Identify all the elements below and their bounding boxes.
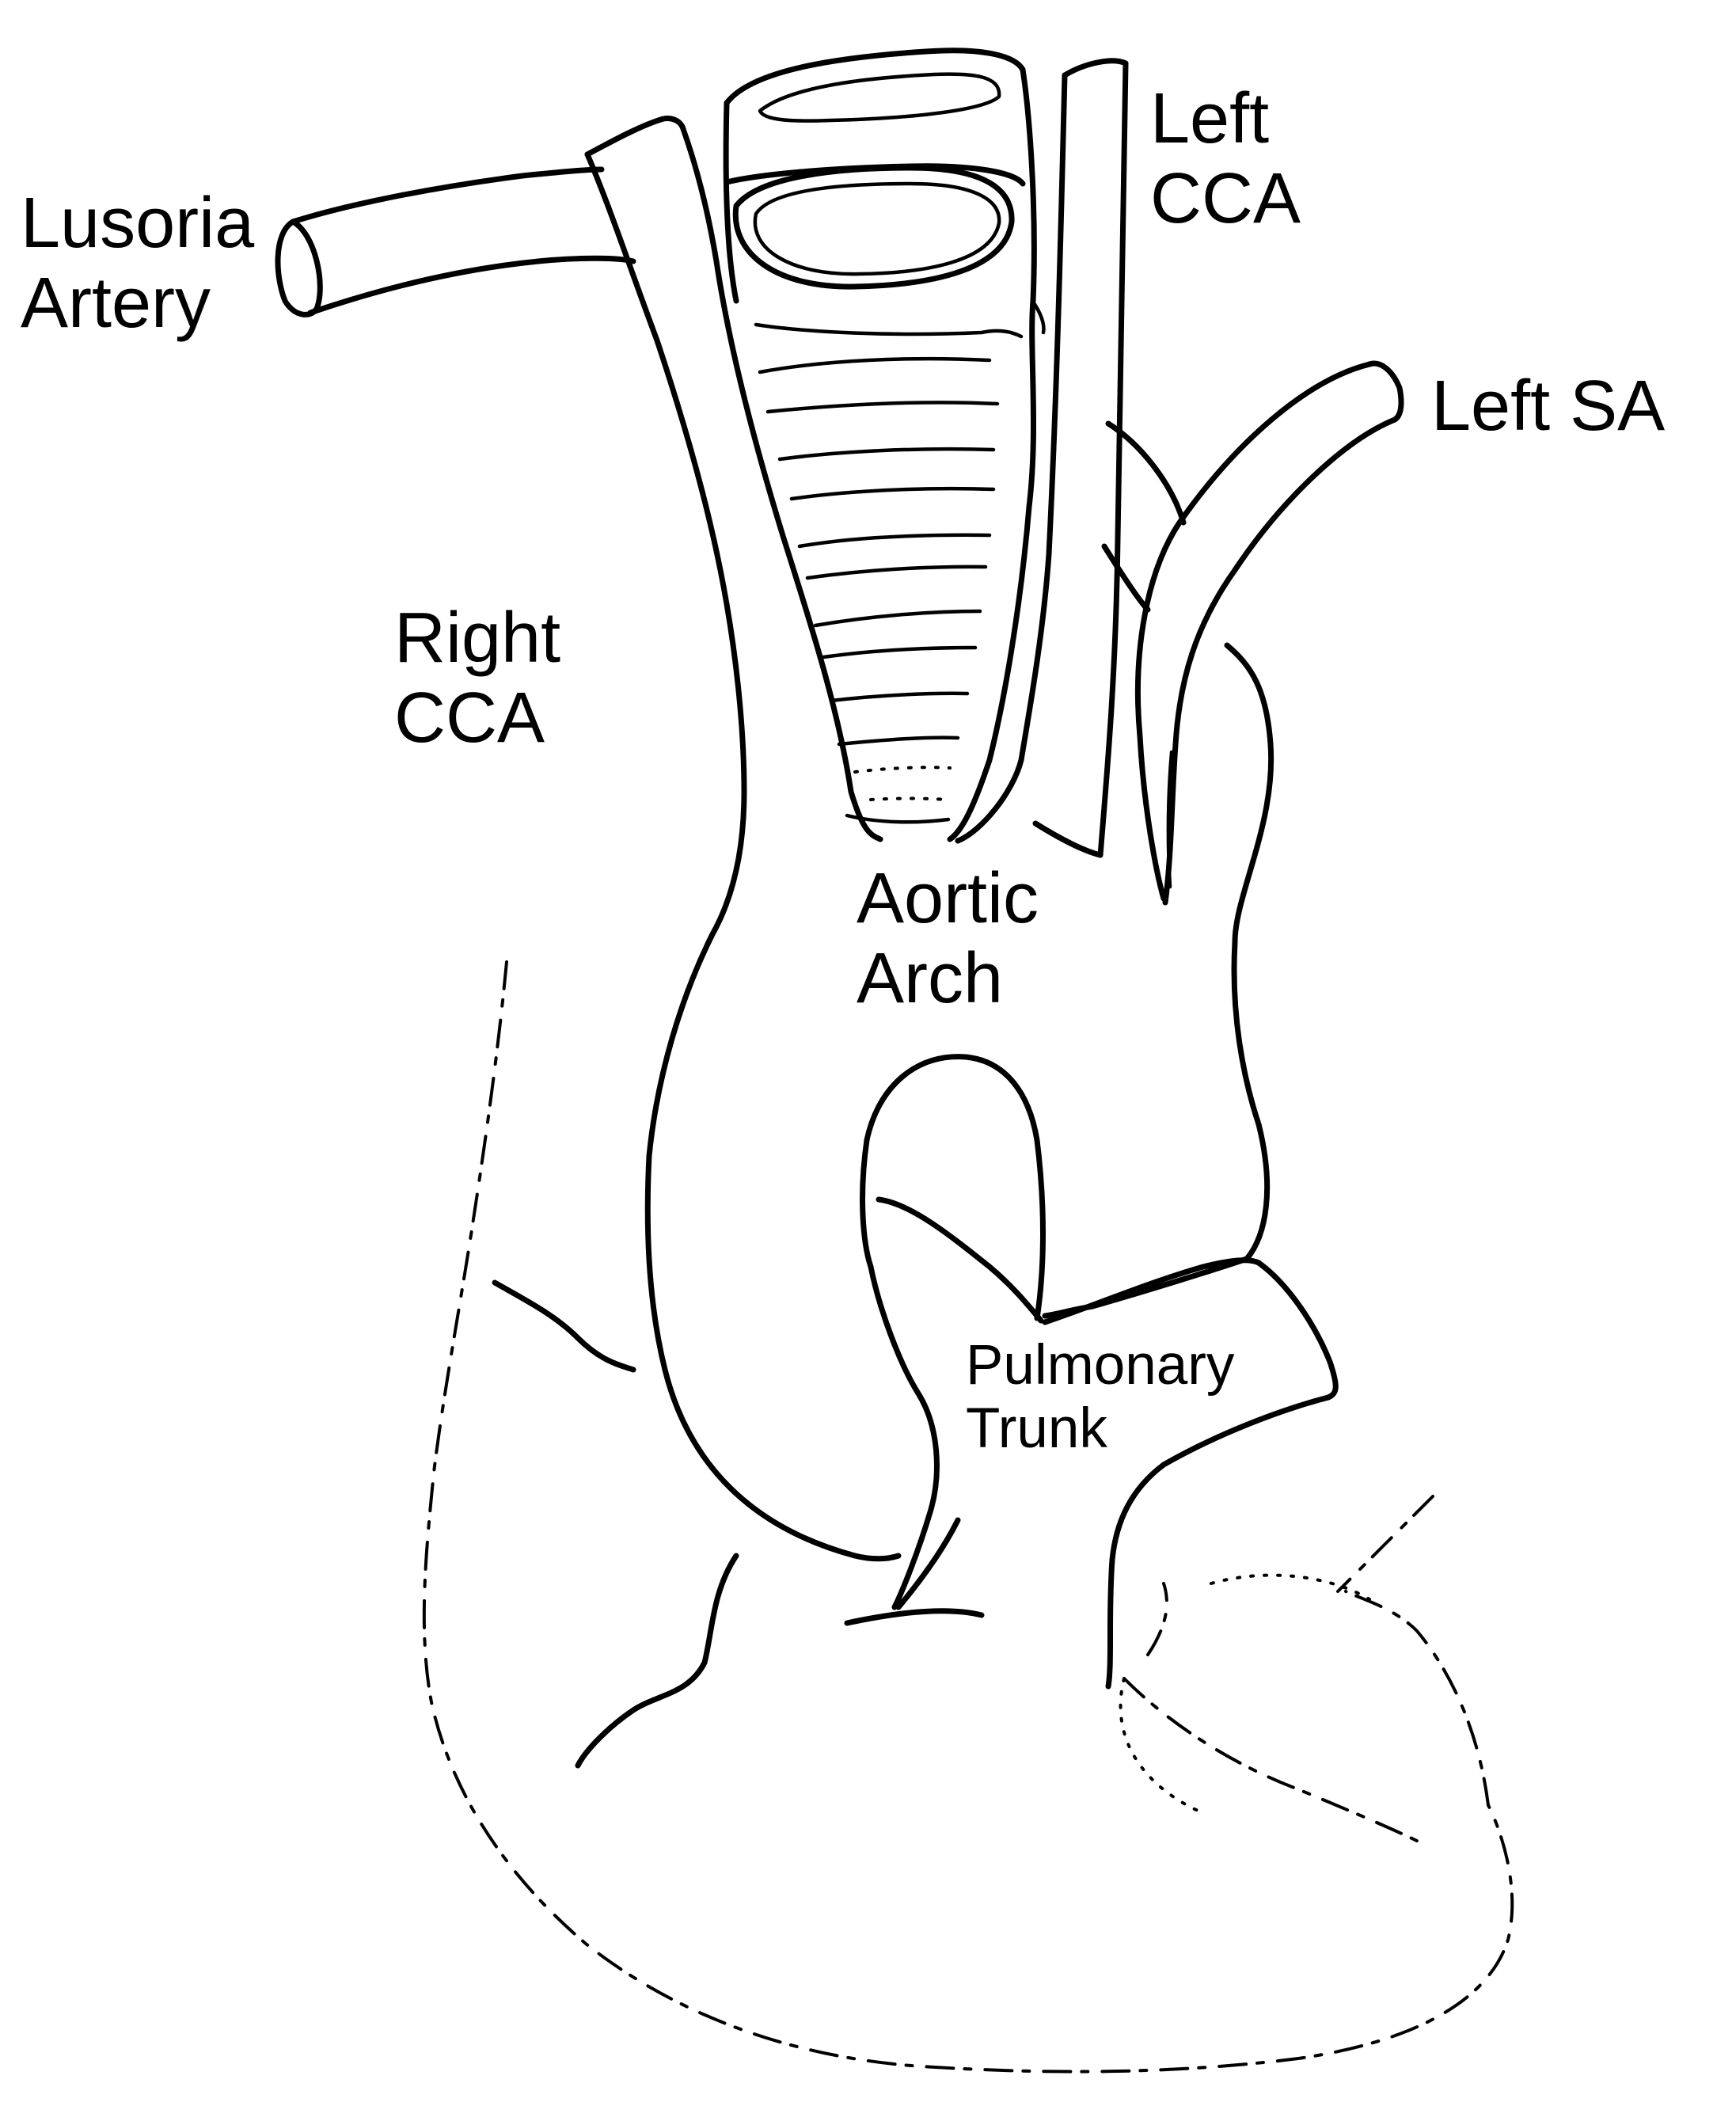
lusoria-artery-label: Lusoria Artery (21, 184, 254, 344)
vessel-junction (1030, 298, 1046, 335)
aortic-arch-label-line1: Aortic (857, 859, 1039, 938)
left-cca-label-line1: Left (1150, 79, 1270, 158)
lusoria-artery-label-line1: Lusoria (21, 184, 255, 263)
atrium-outline (492, 1279, 739, 1769)
heart-outline (422, 960, 1514, 2074)
arch-inner-loop (860, 1054, 1046, 1324)
right-cca-label: Right CCA (394, 599, 560, 758)
aorta-vessels (584, 58, 1274, 1562)
pulmonary-trunk-label: Pulmonary Trunk (966, 1334, 1234, 1460)
aortic-arch-label: Aortic Arch (857, 859, 1039, 1019)
right-cca-label-line1: Right (394, 599, 561, 678)
aortic-arch-label-line2: Arch (857, 938, 1004, 1018)
pulmonary-trunk-vessel (844, 1257, 1339, 1690)
left-cca-label-line2: CCA (1150, 158, 1301, 238)
trachea (723, 48, 1037, 842)
left-subclavian-vessel (1134, 360, 1404, 906)
lusoria-artery-label-line2: Artery (21, 263, 211, 343)
left-cca-label: Left CCA (1150, 79, 1301, 239)
left-sa-label: Left SA (1431, 367, 1665, 447)
left-sa-label-text: Left SA (1431, 367, 1666, 446)
lusoria-artery-vessel (275, 166, 636, 317)
pulmonary-trunk-label-line2: Trunk (966, 1397, 1107, 1460)
right-cca-label-line2: CCA (394, 678, 545, 758)
pulmonary-trunk-label-line1: Pulmonary (966, 1334, 1235, 1397)
